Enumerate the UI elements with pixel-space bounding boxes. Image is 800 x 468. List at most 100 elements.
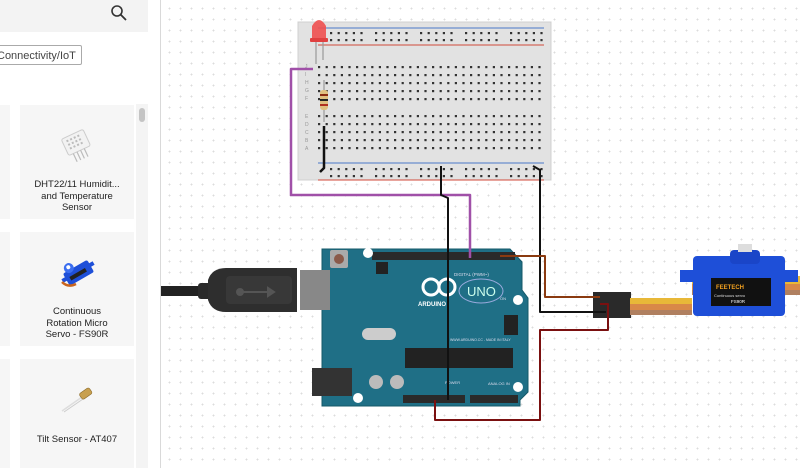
red-led[interactable] <box>310 20 328 64</box>
breadboard-hole[interactable] <box>500 90 503 93</box>
breadboard-hole[interactable] <box>363 123 366 126</box>
breadboard-hole[interactable] <box>492 66 495 69</box>
breadboard-hole[interactable] <box>401 123 404 126</box>
breadboard-hole[interactable] <box>345 32 348 35</box>
breadboard-hole[interactable] <box>442 39 445 42</box>
sidebar-scrollbar-thumb[interactable] <box>139 108 145 122</box>
breadboard-hole[interactable] <box>530 139 533 142</box>
breadboard-hole[interactable] <box>363 131 366 134</box>
breadboard-hole[interactable] <box>487 32 490 35</box>
breadboard-hole[interactable] <box>447 82 450 85</box>
breadboard-hole[interactable] <box>538 90 541 93</box>
breadboard-hole[interactable] <box>409 66 412 69</box>
breadboard-hole[interactable] <box>348 66 351 69</box>
breadboard-hole[interactable] <box>500 139 503 142</box>
breadboard-hole[interactable] <box>325 147 328 150</box>
breadboard-hole[interactable] <box>508 66 511 69</box>
breadboard-hole[interactable] <box>401 139 404 142</box>
breadboard-hole[interactable] <box>517 168 520 171</box>
breadboard-hole[interactable] <box>538 131 541 134</box>
breadboard-hole[interactable] <box>337 168 340 171</box>
breadboard-hole[interactable] <box>318 82 321 85</box>
breadboard-hole[interactable] <box>416 98 419 101</box>
breadboard-hole[interactable] <box>416 90 419 93</box>
breadboard-hole[interactable] <box>348 123 351 126</box>
breadboard-hole[interactable] <box>386 90 389 93</box>
breadboard-hole[interactable] <box>394 66 397 69</box>
breadboard-hole[interactable] <box>386 74 389 77</box>
breadboard-hole[interactable] <box>333 98 336 101</box>
breadboard-hole[interactable] <box>371 139 374 142</box>
breadboard-hole[interactable] <box>394 90 397 93</box>
breadboard-hole[interactable] <box>416 139 419 142</box>
breadboard-hole[interactable] <box>508 131 511 134</box>
breadboard-hole[interactable] <box>424 98 427 101</box>
breadboard-hole[interactable] <box>427 168 430 171</box>
breadboard-hole[interactable] <box>523 66 526 69</box>
breadboard-hole[interactable] <box>386 98 389 101</box>
breadboard-hole[interactable] <box>477 123 480 126</box>
breadboard-hole[interactable] <box>405 168 408 171</box>
breadboard-hole[interactable] <box>394 123 397 126</box>
breadboard-hole[interactable] <box>492 98 495 101</box>
breadboard-hole[interactable] <box>352 32 355 35</box>
breadboard-hole[interactable] <box>530 147 533 150</box>
breadboard-hole[interactable] <box>432 115 435 118</box>
sidebar-scrollbar-track[interactable] <box>136 104 148 468</box>
breadboard-hole[interactable] <box>454 131 457 134</box>
breadboard-hole[interactable] <box>340 66 343 69</box>
breadboard-hole[interactable] <box>371 74 374 77</box>
breadboard-hole[interactable] <box>447 66 450 69</box>
breadboard-hole[interactable] <box>401 82 404 85</box>
breadboard-hole[interactable] <box>348 82 351 85</box>
breadboard-hole[interactable] <box>523 139 526 142</box>
breadboard-hole[interactable] <box>378 115 381 118</box>
breadboard-hole[interactable] <box>363 90 366 93</box>
component-card-partial[interactable] <box>0 105 10 219</box>
breadboard-hole[interactable] <box>333 123 336 126</box>
breadboard-hole[interactable] <box>420 175 423 178</box>
breadboard-hole[interactable] <box>348 147 351 150</box>
breadboard-hole[interactable] <box>333 82 336 85</box>
breadboard-hole[interactable] <box>340 139 343 142</box>
breadboard-hole[interactable] <box>515 82 518 85</box>
breadboard-hole[interactable] <box>508 139 511 142</box>
breadboard-hole[interactable] <box>378 98 381 101</box>
breadboard-hole[interactable] <box>470 74 473 77</box>
breadboard-hole[interactable] <box>515 123 518 126</box>
breadboard-hole[interactable] <box>394 139 397 142</box>
breadboard-hole[interactable] <box>477 74 480 77</box>
breadboard-hole[interactable] <box>500 98 503 101</box>
breadboard-hole[interactable] <box>432 131 435 134</box>
breadboard-hole[interactable] <box>348 90 351 93</box>
breadboard-hole[interactable] <box>508 147 511 150</box>
breadboard-hole[interactable] <box>450 39 453 42</box>
breadboard-hole[interactable] <box>397 168 400 171</box>
breadboard-hole[interactable] <box>462 131 465 134</box>
breadboard-hole[interactable] <box>363 147 366 150</box>
breadboard-hole[interactable] <box>337 32 340 35</box>
breadboard-hole[interactable] <box>427 32 430 35</box>
breadboard-hole[interactable] <box>485 98 488 101</box>
breadboard-hole[interactable] <box>492 90 495 93</box>
breadboard-hole[interactable] <box>470 98 473 101</box>
breadboard-hole[interactable] <box>333 66 336 69</box>
breadboard-hole[interactable] <box>432 139 435 142</box>
breadboard-hole[interactable] <box>538 115 541 118</box>
breadboard-hole[interactable] <box>356 98 359 101</box>
breadboard-hole[interactable] <box>333 147 336 150</box>
breadboard-hole[interactable] <box>439 115 442 118</box>
breadboard-hole[interactable] <box>390 32 393 35</box>
breadboard-hole[interactable] <box>462 90 465 93</box>
breadboard-hole[interactable] <box>382 32 385 35</box>
breadboard-hole[interactable] <box>424 123 427 126</box>
breadboard-hole[interactable] <box>382 168 385 171</box>
breadboard-hole[interactable] <box>409 98 412 101</box>
breadboard-hole[interactable] <box>530 131 533 134</box>
breadboard-hole[interactable] <box>439 139 442 142</box>
breadboard-hole[interactable] <box>356 123 359 126</box>
breadboard-hole[interactable] <box>480 39 483 42</box>
breadboard-hole[interactable] <box>378 74 381 77</box>
breadboard-hole[interactable] <box>378 123 381 126</box>
